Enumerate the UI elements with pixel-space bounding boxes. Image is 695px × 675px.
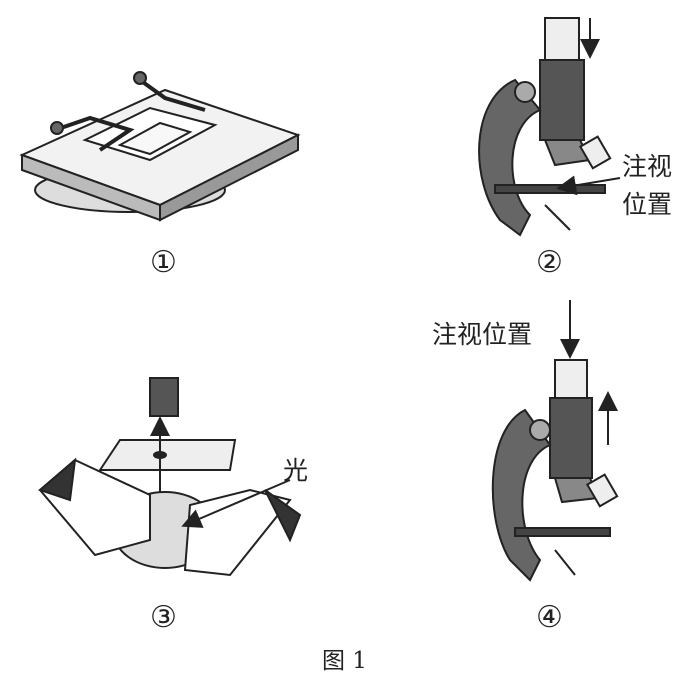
panel-3-light-label: 光 <box>283 456 309 485</box>
panel-3-number: ③ <box>150 600 177 635</box>
panel-2-annotation-line2: 位置 <box>622 190 673 219</box>
panel-2-microscope-illustration <box>478 17 621 237</box>
panel-4-number: ④ <box>536 600 563 635</box>
panel-4-annotation: 注视位置 <box>432 320 533 349</box>
figure-caption: 图 1 <box>322 648 367 674</box>
panel-2-number: ② <box>536 245 563 280</box>
panel-1-number: ① <box>150 245 177 280</box>
panel-4-microscope-illustration <box>491 300 619 582</box>
panel-3-hands-illustration <box>38 377 302 577</box>
panel-1-stage-illustration <box>19 71 301 222</box>
panel-2-annotation-line1: 注视 <box>622 152 673 181</box>
